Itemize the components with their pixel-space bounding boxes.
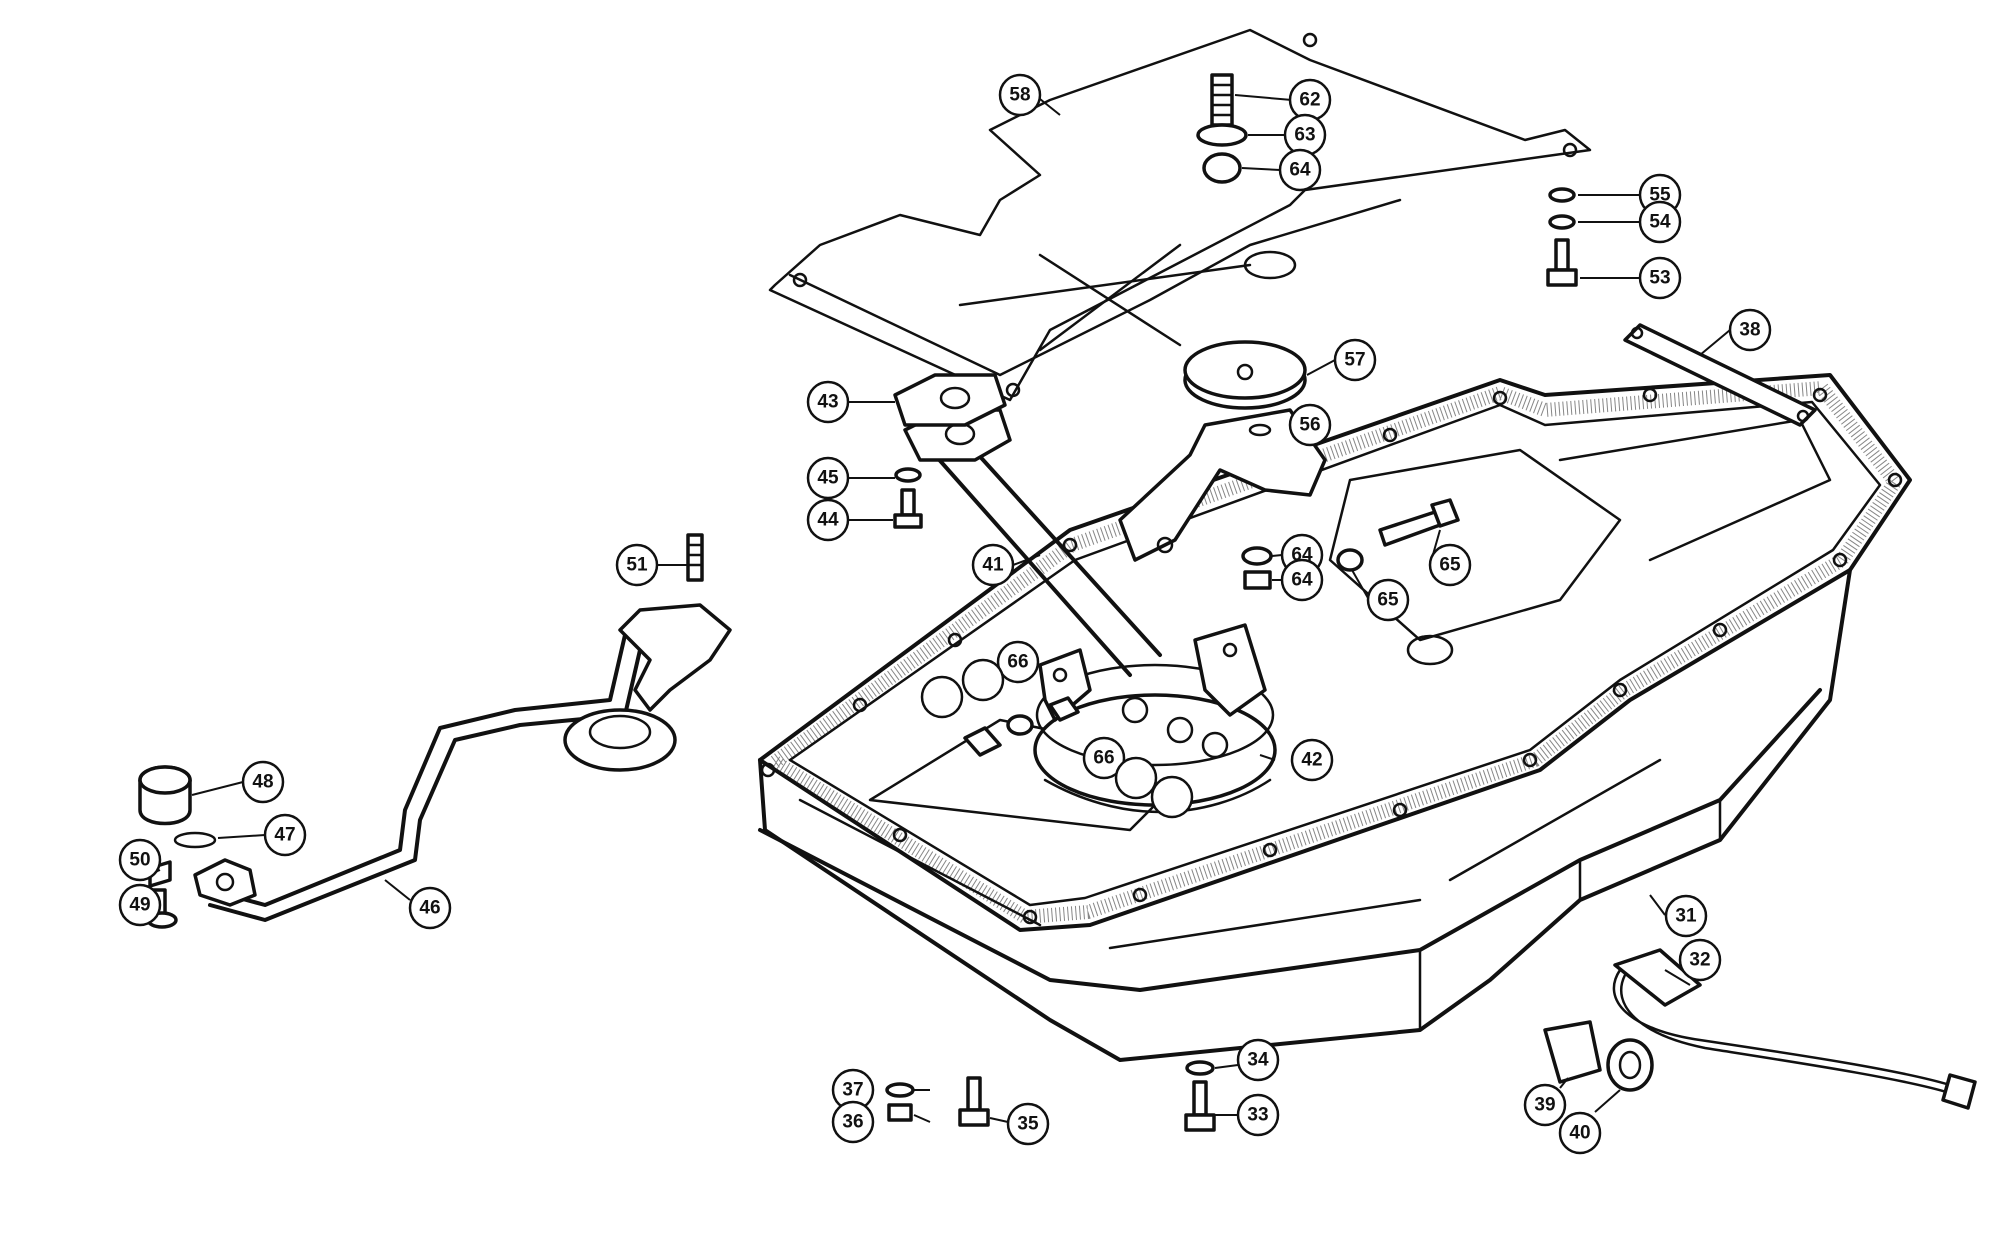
svg-text:35: 35 (1017, 1114, 1039, 1135)
svg-text:62: 62 (1299, 90, 1320, 111)
callout-56: 56 (1288, 403, 1332, 447)
svg-text:55: 55 (1649, 185, 1671, 206)
svg-text:57: 57 (1344, 350, 1365, 371)
oring-47 (173, 831, 217, 849)
callout-36: 36 (831, 1100, 875, 1144)
fasteners-left-of-pipe (893, 467, 923, 529)
callout-51: 51 (615, 543, 659, 587)
gasket-strip (1623, 323, 1817, 427)
svg-text:49: 49 (129, 895, 150, 916)
callout-44: 44 (806, 498, 850, 542)
callout-35: 35 (1006, 1102, 1050, 1146)
fasteners-center (1241, 498, 1460, 590)
svg-text:45: 45 (817, 468, 839, 489)
svg-text:34: 34 (1247, 1050, 1269, 1071)
svg-text:31: 31 (1675, 906, 1697, 927)
callout-60: 64 (1278, 148, 1322, 192)
svg-text:58: 58 (1009, 85, 1030, 106)
rubber-pad (1183, 340, 1307, 410)
callout-64-bottom: 66 (1082, 736, 1126, 780)
callout-57: 57 (1333, 338, 1377, 382)
callout-66-left (920, 675, 964, 719)
flange-holes (760, 387, 1903, 925)
svg-text:56: 56 (1299, 415, 1320, 436)
svg-text:33: 33 (1247, 1105, 1268, 1126)
callout-50: 50 (118, 838, 162, 882)
svg-text:43: 43 (817, 392, 838, 413)
callout-32: 32 (1678, 938, 1722, 982)
support-bracket (1118, 408, 1327, 562)
oil-pickup-pipe (893, 373, 1162, 677)
callout-42: 42 (1290, 738, 1334, 782)
svg-text:63: 63 (1294, 125, 1315, 146)
svg-text:65: 65 (1377, 590, 1399, 611)
callout-64-top: 66 (996, 640, 1040, 684)
callout-65-top (961, 658, 1005, 702)
svg-text:37: 37 (842, 1080, 863, 1101)
svg-text:46: 46 (419, 898, 440, 919)
svg-text:36: 36 (842, 1112, 863, 1133)
stud-and-bush (1196, 73, 1248, 184)
fasteners-bottom (885, 1060, 1216, 1132)
callout-41: 41 (971, 543, 1015, 587)
svg-text:47: 47 (274, 825, 295, 846)
svg-text:54: 54 (1649, 212, 1671, 233)
callout-47: 47 (263, 813, 307, 857)
oil-level-sensor (1612, 948, 1977, 1110)
callout-65-bottom (1114, 756, 1158, 800)
callout-53: 53 (1638, 256, 1682, 300)
callout-58: 62 (1288, 78, 1332, 122)
callout-31: 31 (1664, 894, 1708, 938)
pickup-pipe-assembly (193, 603, 732, 922)
leader-lines (147, 94, 1731, 1123)
svg-text:65: 65 (1439, 555, 1461, 576)
svg-text:51: 51 (626, 555, 648, 576)
callout-66-bottom (1150, 775, 1194, 819)
svg-text:41: 41 (982, 555, 1004, 576)
fasteners-right (1546, 187, 1578, 287)
callout-54: 54 (1638, 200, 1682, 244)
svg-text:64: 64 (1289, 160, 1311, 181)
callout-40: 40 (1558, 1111, 1602, 1155)
svg-text:32: 32 (1689, 950, 1710, 971)
svg-text:50: 50 (129, 850, 150, 871)
callout-45: 45 (806, 456, 850, 500)
callout-37: 37 (831, 1068, 875, 1112)
svg-text:53: 53 (1649, 268, 1670, 289)
strainer-nuts (963, 696, 1080, 757)
svg-text:48: 48 (252, 772, 273, 793)
callout-34: 34 (1236, 1038, 1280, 1082)
callout-33: 33 (1236, 1093, 1280, 1137)
callout-48: 48 (241, 760, 285, 804)
svg-text:66: 66 (1093, 748, 1114, 769)
callout-59: 63 (1283, 113, 1327, 157)
callout-39: 39 (1523, 1083, 1567, 1127)
svg-text:66: 66 (1007, 652, 1028, 673)
svg-text:38: 38 (1739, 320, 1760, 341)
callout-49: 49 (118, 883, 162, 927)
callout-62: 64 (1280, 558, 1324, 602)
callout-52: 58 (998, 73, 1042, 117)
drain-plug (1543, 1020, 1654, 1092)
callout-63: 65 (1428, 543, 1472, 587)
callouts: 58 62 63 64 55 54 53 38 57 56 43 45 44 4… (118, 73, 1772, 1155)
svg-text:64: 64 (1291, 570, 1313, 591)
callout-38: 38 (1728, 308, 1772, 352)
svg-text:39: 39 (1534, 1095, 1555, 1116)
sleeve-48 (138, 765, 192, 826)
baffle-plate (768, 28, 1592, 402)
callout-46: 46 (408, 886, 452, 930)
svg-text:42: 42 (1301, 750, 1322, 771)
callout-64-right: 65 (1366, 578, 1410, 622)
callout-43: 43 (806, 380, 850, 424)
svg-text:44: 44 (817, 510, 839, 531)
svg-text:40: 40 (1569, 1123, 1590, 1144)
oil-sump-pan (758, 373, 1912, 1062)
stud-51 (686, 533, 704, 582)
